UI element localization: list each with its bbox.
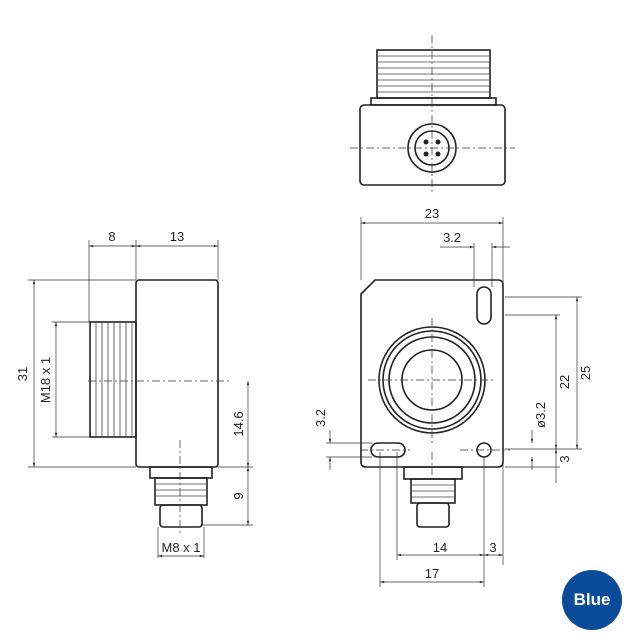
dim-3-2-top: 3.2 (443, 230, 461, 245)
front-view: 23 3.2 25 22 ø3.2 3 3.2 14 3 17 (313, 206, 593, 587)
side-view: 8 13 31 M18 x 1 14.6 9 M8 x 1 (15, 229, 253, 558)
dim-3-right: 3 (557, 455, 572, 462)
color-badge: Blue (562, 570, 622, 630)
dim-17: 17 (425, 566, 439, 581)
top-view (350, 35, 515, 195)
dim-14-6: 14.6 (231, 411, 246, 436)
dim-m18: M18 x 1 (38, 357, 53, 403)
dim-m8: M8 x 1 (161, 540, 200, 555)
dim-25: 25 (578, 366, 593, 380)
dim-3-2-left: 3.2 (313, 409, 328, 427)
dim-22: 22 (557, 375, 572, 389)
dim-3-bottom: 3 (489, 540, 496, 555)
dim-8: 8 (108, 229, 115, 244)
dim-dia-3-2: ø3.2 (533, 402, 548, 428)
dim-14: 14 (433, 540, 447, 555)
dim-31: 31 (15, 367, 30, 381)
dim-13: 13 (170, 229, 184, 244)
dim-9: 9 (231, 492, 246, 499)
dim-23: 23 (425, 206, 439, 221)
